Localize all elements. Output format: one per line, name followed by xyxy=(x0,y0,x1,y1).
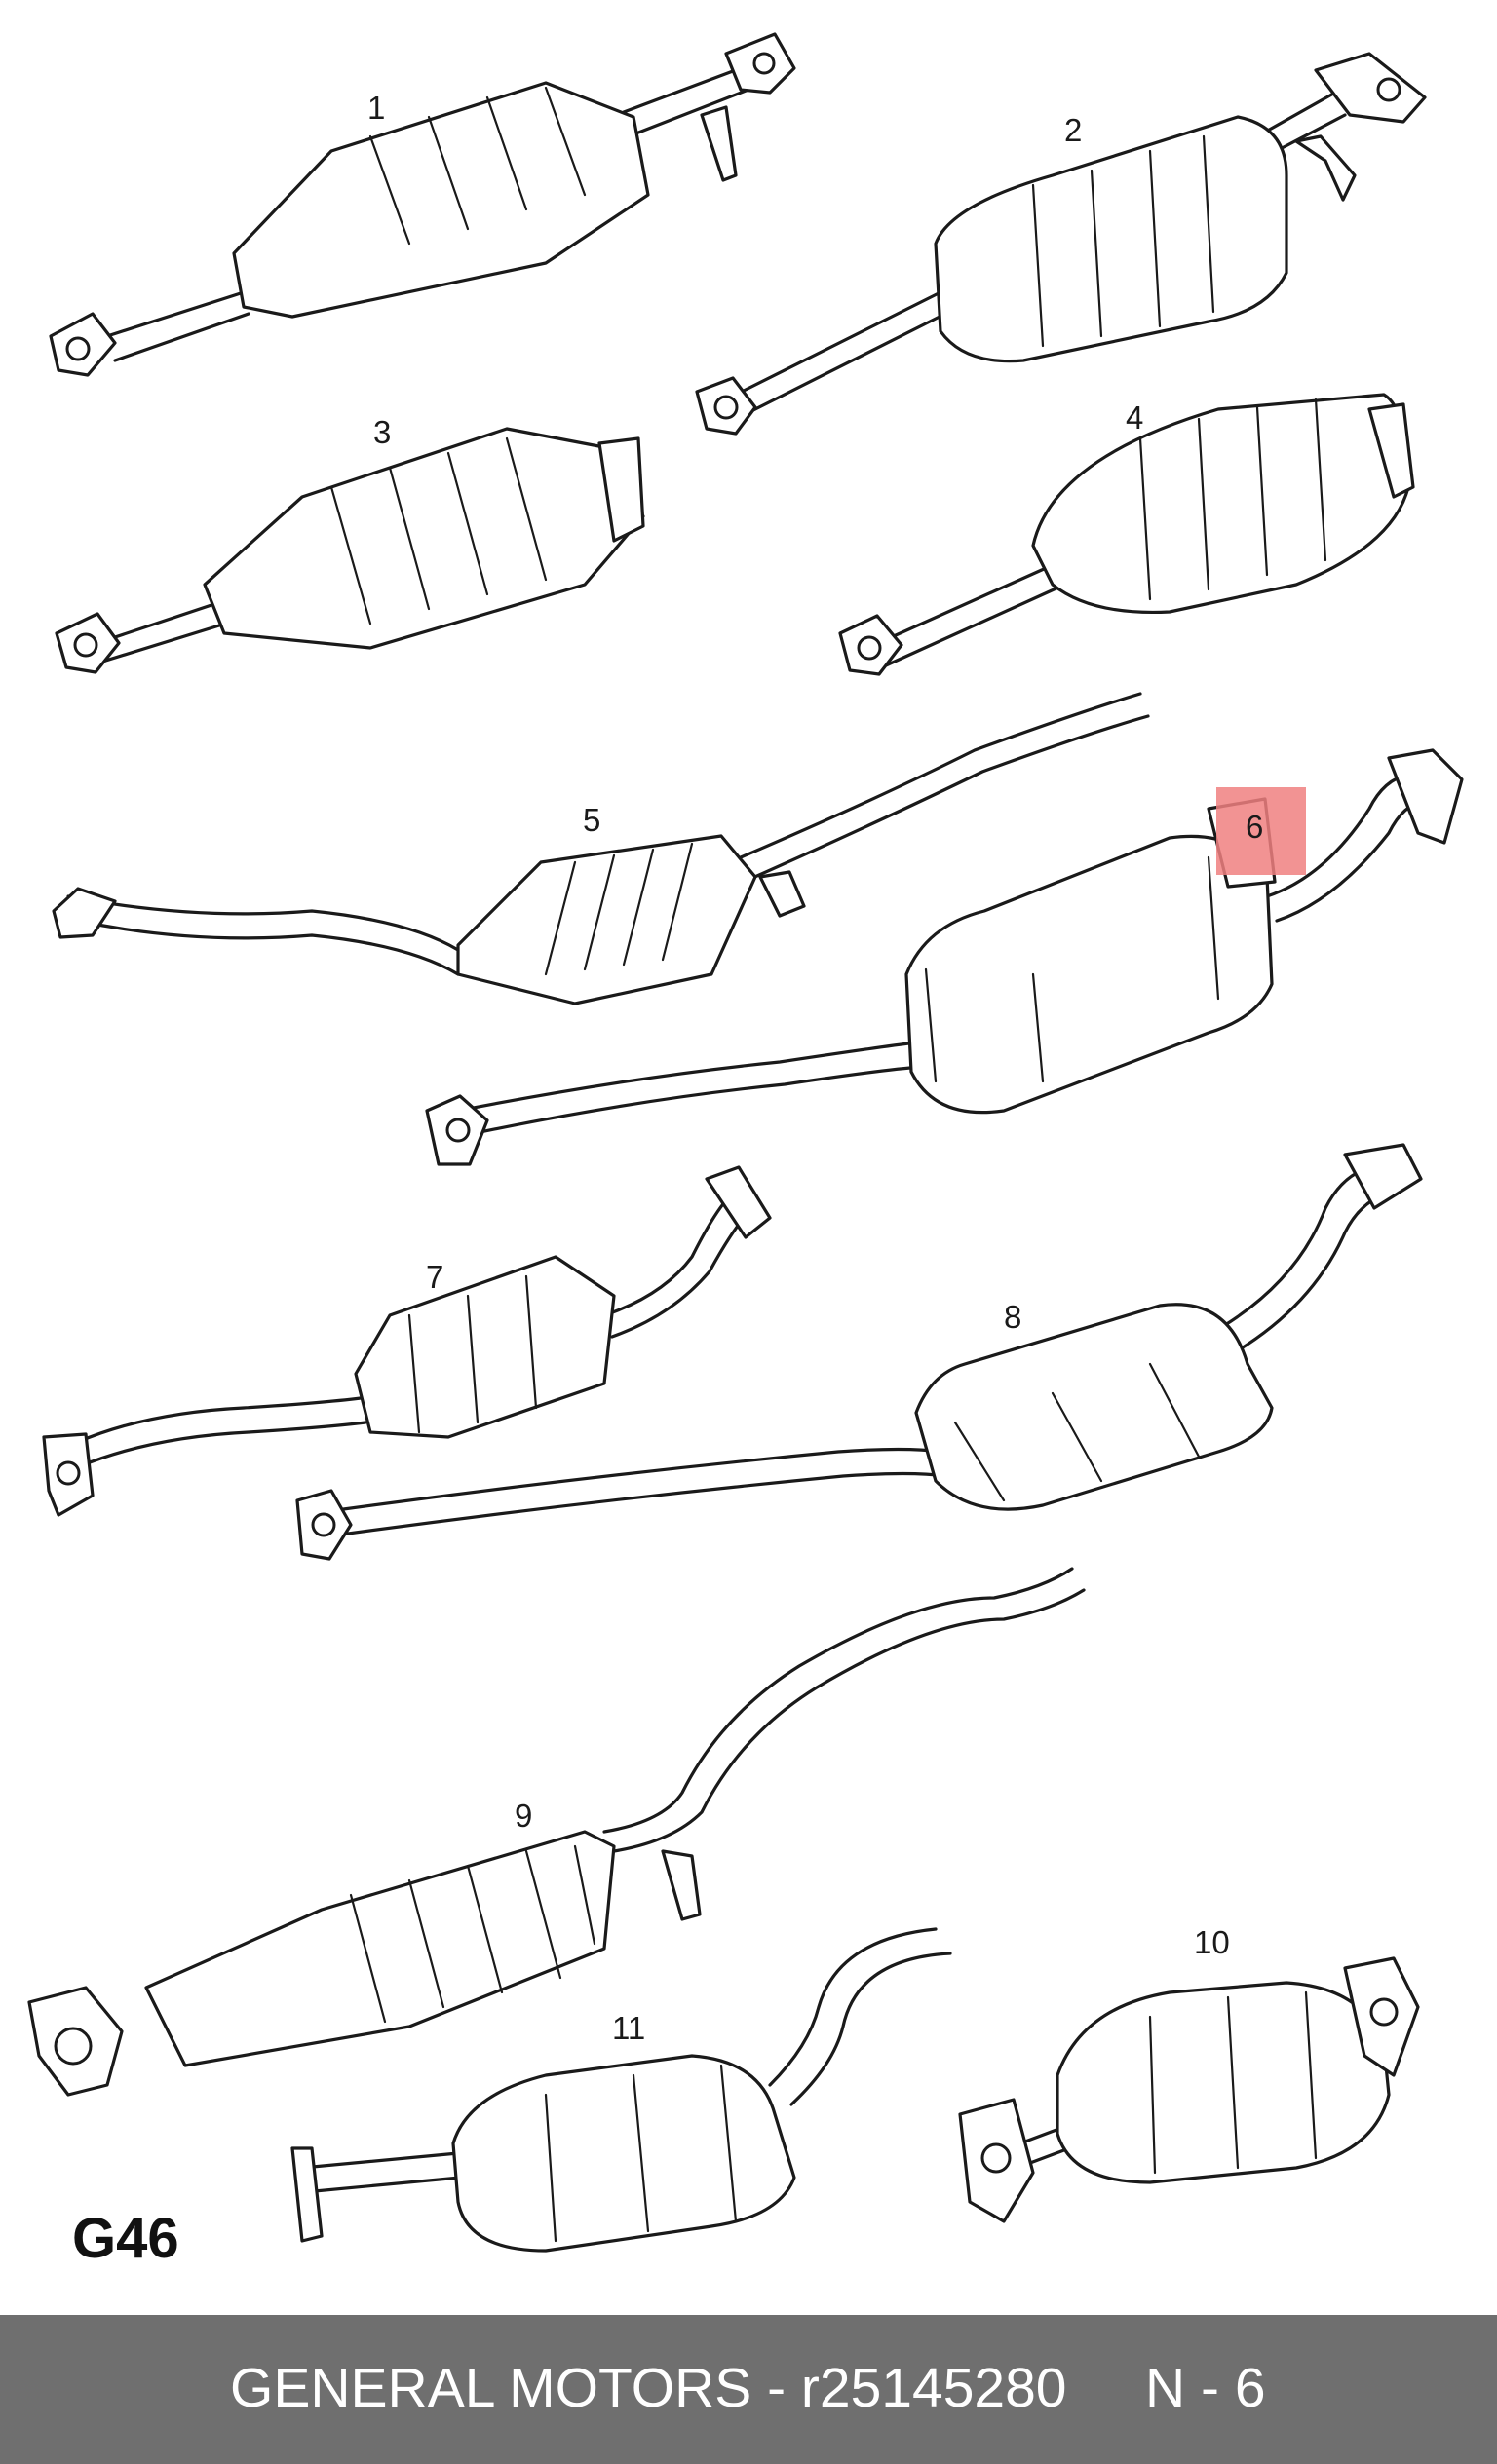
part-11-silencer: 11 xyxy=(290,1927,952,2253)
callout-7: 7 xyxy=(426,1259,443,1295)
footer-position: N - 6 xyxy=(1145,2357,1266,2419)
callout-4: 4 xyxy=(1126,399,1143,436)
part-2-catalytic-converter: 2 xyxy=(695,52,1427,436)
footer-bar: GENERAL MOTORS - r25145280 N - 6 xyxy=(0,2315,1497,2464)
part-9-catalytic-converter: 9 xyxy=(27,1567,1086,2097)
part-6-silencer: 6 xyxy=(425,748,1464,1166)
part-1-catalytic-converter: 1 xyxy=(49,32,796,377)
exhaust-parts-diagram: 1 2 3 4 5 xyxy=(27,32,1464,2253)
highlight-marker xyxy=(1216,787,1306,875)
callout-8: 8 xyxy=(1004,1299,1021,1335)
callout-5: 5 xyxy=(583,802,600,838)
part-5-catalytic-converter: 5 xyxy=(52,692,1150,1005)
group-code-label: G46 xyxy=(72,2207,179,2270)
callout-3: 3 xyxy=(373,414,391,450)
part-10-catalytic-converter: 10 xyxy=(958,1924,1420,2223)
callout-11: 11 xyxy=(612,2010,645,2046)
callout-2: 2 xyxy=(1064,112,1082,148)
part-7-silencer: 7 xyxy=(42,1165,772,1517)
callout-10: 10 xyxy=(1194,1924,1230,1960)
part-3-catalytic-converter: 3 xyxy=(55,414,645,674)
callout-9: 9 xyxy=(515,1798,532,1834)
part-8-silencer: 8 xyxy=(295,1143,1423,1561)
callout-6: 6 xyxy=(1246,809,1263,845)
part-4-catalytic-converter: 4 xyxy=(838,393,1415,676)
footer-brand-part-number: GENERAL MOTORS - r25145280 xyxy=(230,2357,1067,2419)
callout-1: 1 xyxy=(367,90,385,126)
